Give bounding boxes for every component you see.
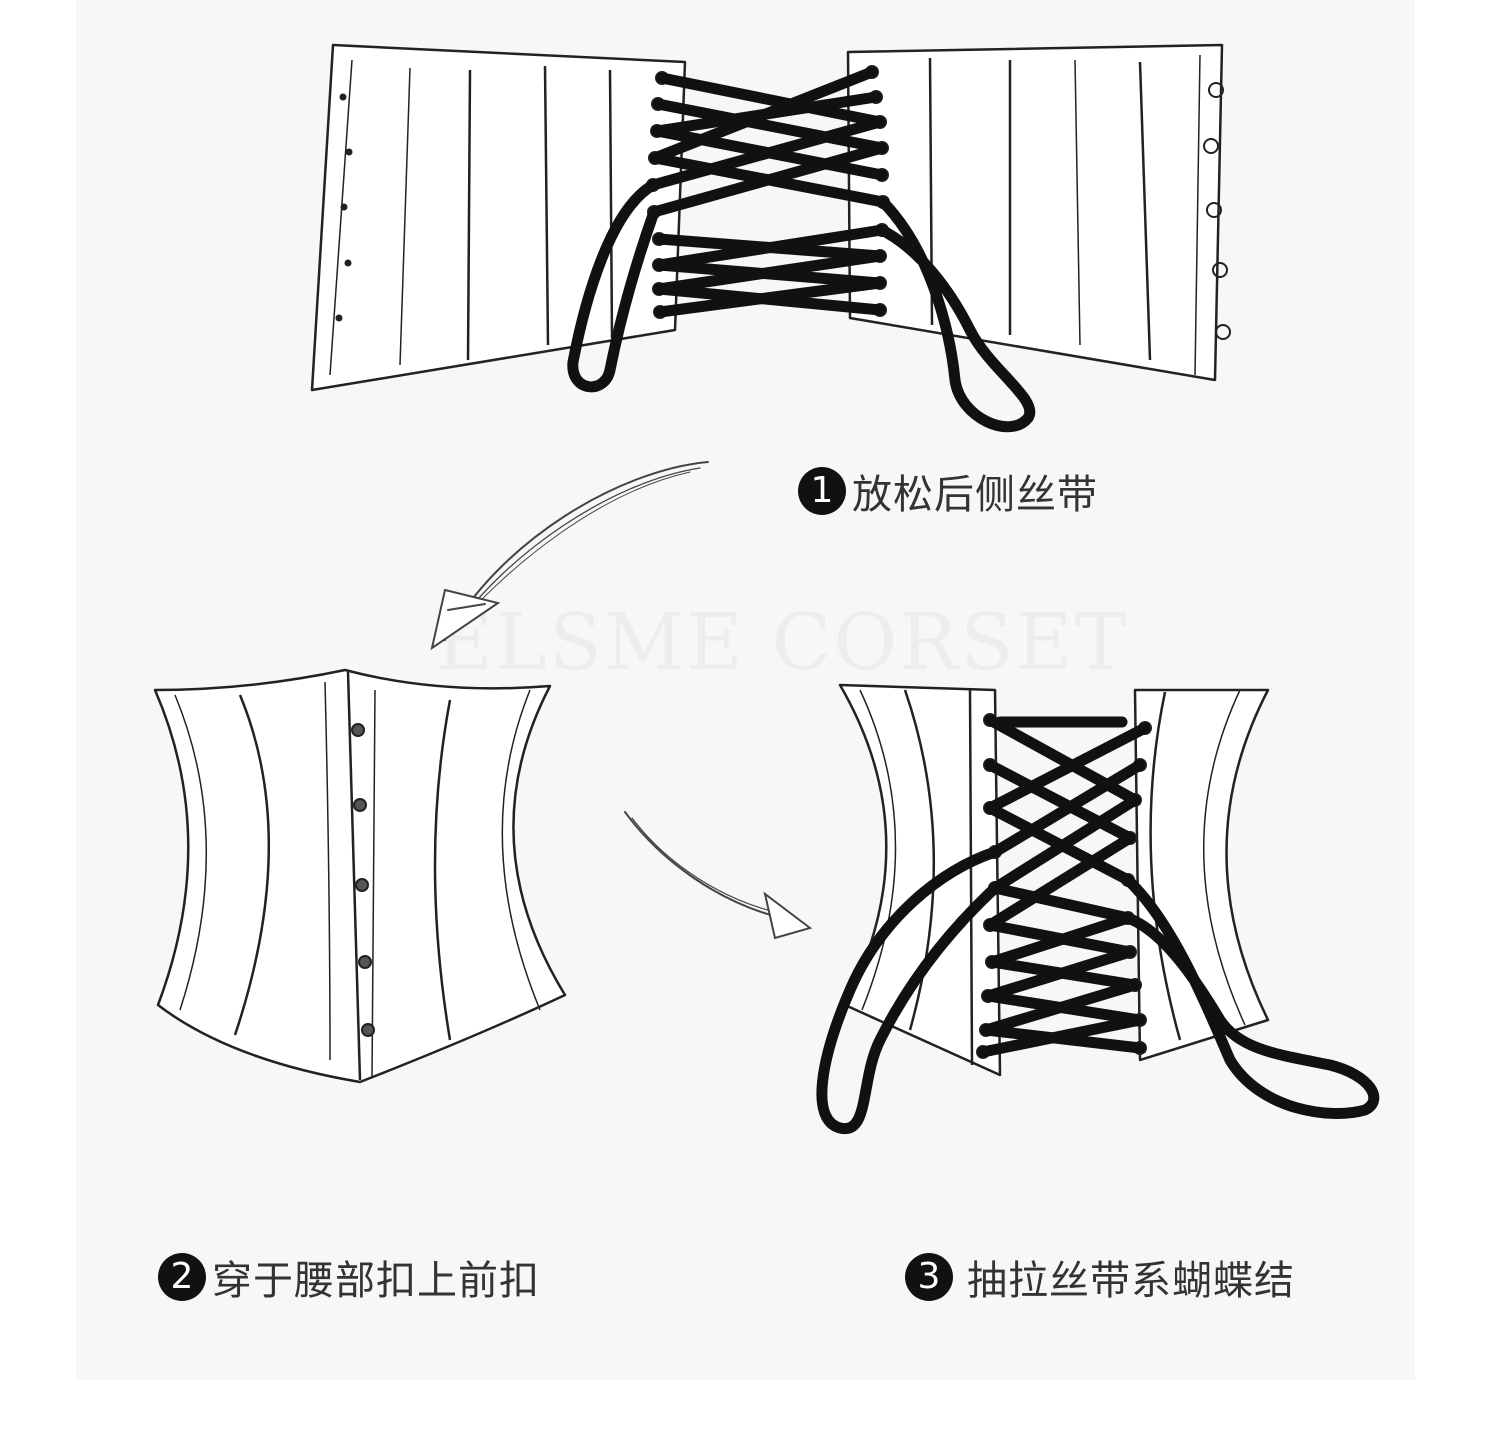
step-1-number-badge: 1	[798, 467, 846, 515]
step-1-label: 放松后侧丝带	[852, 462, 1098, 520]
arrow-to-step-3-icon	[625, 812, 810, 938]
step-2: 2 穿于腰部扣上前扣	[158, 1248, 540, 1306]
step-3-number-badge: 3	[905, 1253, 953, 1301]
step-1: 1 放松后侧丝带	[798, 462, 1098, 520]
arrow-to-step-2-icon	[432, 462, 708, 648]
step-3-label: 抽拉丝带系蝴蝶结	[967, 1248, 1295, 1306]
corset-front-illustration	[155, 670, 565, 1082]
corset-open-illustration	[312, 45, 1230, 427]
corset-back-laced-illustration	[822, 685, 1374, 1129]
step-3: 3 抽拉丝带系蝴蝶结	[905, 1248, 1295, 1306]
step-2-number-badge: 2	[158, 1253, 206, 1301]
step-2-label: 穿于腰部扣上前扣	[212, 1248, 540, 1306]
